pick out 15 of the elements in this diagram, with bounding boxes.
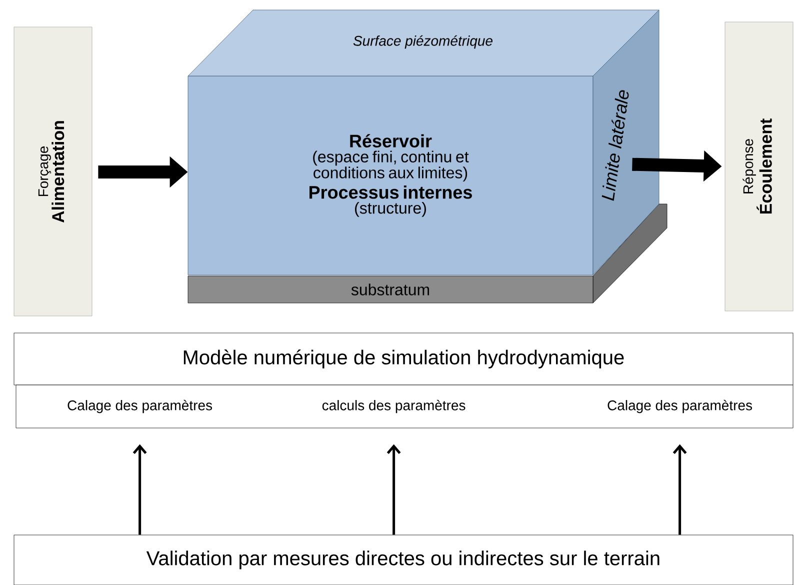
substratum-slab: substratum	[188, 276, 594, 304]
reservoir-front-face: Réservoir (espace fini, continu et conditions aux limites) Processus internes (structure)	[188, 76, 594, 276]
arrow	[386, 444, 401, 535]
arrow	[672, 444, 687, 535]
parameter-label: Calage des paramètres	[68, 400, 212, 414]
lateral-face: Limite latérale	[592, 10, 668, 304]
top-face: Surface piézométrique	[188, 10, 660, 76]
model-box: Modèle numérique de simulation hydrodynamique	[14, 332, 794, 386]
side-panel: Forçage Alimentation	[14, 26, 92, 316]
parameter-label: Calage des paramètres	[608, 400, 752, 414]
model-box	[16, 384, 794, 428]
model-box: Validation par mesures directes ou indirectes sur le terrain	[14, 534, 794, 585]
arrow	[132, 444, 147, 535]
side-panel: Réponse Écoulement	[724, 22, 794, 312]
parameter-label: calculs des paramètres	[322, 400, 466, 414]
